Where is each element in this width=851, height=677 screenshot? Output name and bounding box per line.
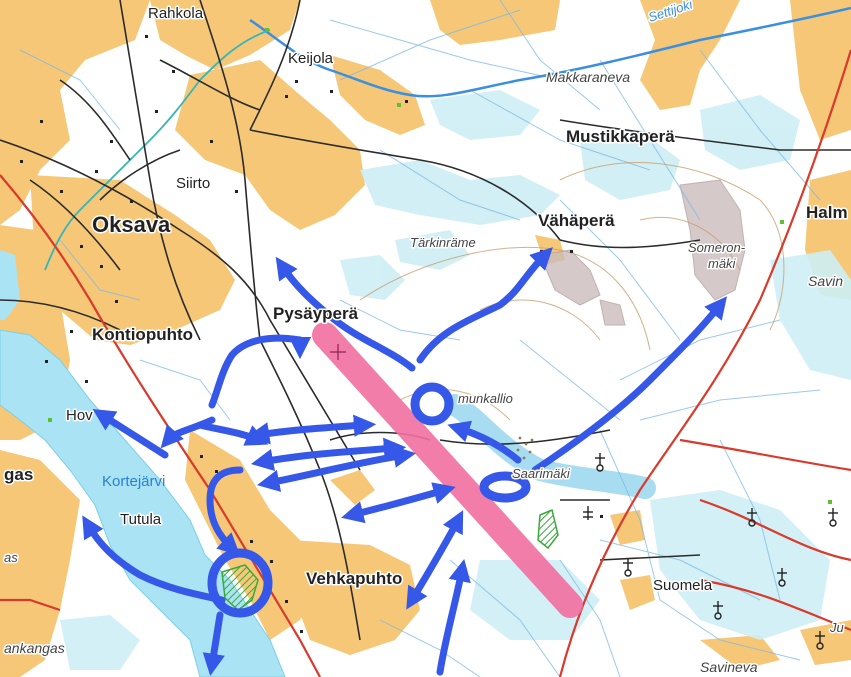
label-keijola: Keijola	[288, 50, 334, 67]
label-tutula: Tutula	[120, 511, 162, 528]
label-suomela: Suomela	[653, 577, 713, 594]
label-savin-top: Savin	[808, 273, 843, 289]
label-halm: Halm	[806, 203, 848, 222]
label-kortejarvi: Kortejärvi	[102, 473, 165, 490]
label-tarkinrame: Tärkinräme	[410, 235, 476, 250]
protected-area-2	[221, 564, 259, 611]
rock-areas	[539, 179, 746, 326]
label-siirto: Siirto	[176, 175, 210, 192]
tower-symbols	[583, 453, 838, 650]
highways	[0, 49, 851, 677]
label-savineva: Savineva	[700, 659, 758, 675]
annotation-arrows	[82, 247, 727, 677]
label-gas: gas	[4, 465, 33, 484]
lake-left-edge	[0, 250, 20, 320]
label-ankangas: ankangas	[4, 640, 65, 656]
river-settijoki	[249, 6, 851, 98]
annotation-corridor	[312, 322, 583, 618]
crosshair-icon	[330, 344, 346, 360]
label-saarimaki: Saarimäki	[512, 466, 571, 481]
contour-lines	[359, 162, 785, 421]
label-maki: mäki	[708, 256, 737, 271]
label-munkallio: munkallio	[458, 391, 513, 406]
dotted-spot	[516, 436, 534, 460]
label-vehkapuhto: Vehkapuhto	[306, 569, 402, 588]
label-pysayspera: Pysäyperä	[273, 304, 359, 323]
label-ju: Ju	[829, 620, 844, 635]
green-markers	[48, 28, 832, 504]
label-kontiopuhto: Kontiopuhto	[92, 325, 193, 344]
label-mustikkapera: Mustikkaperä	[566, 127, 675, 146]
label-oksava: Oksava	[92, 212, 171, 237]
label-makkaraneva: Makkaraneva	[546, 69, 630, 85]
label-hov: Hov	[66, 407, 93, 424]
creek-west	[44, 29, 271, 271]
label-someron: Someron-	[688, 240, 746, 255]
label-as: as	[4, 550, 18, 565]
label-rahkola: Rahkola	[148, 5, 204, 22]
house-dots	[20, 35, 603, 633]
label-vahapera: Vähäperä	[538, 211, 615, 230]
protected-area	[537, 508, 559, 550]
